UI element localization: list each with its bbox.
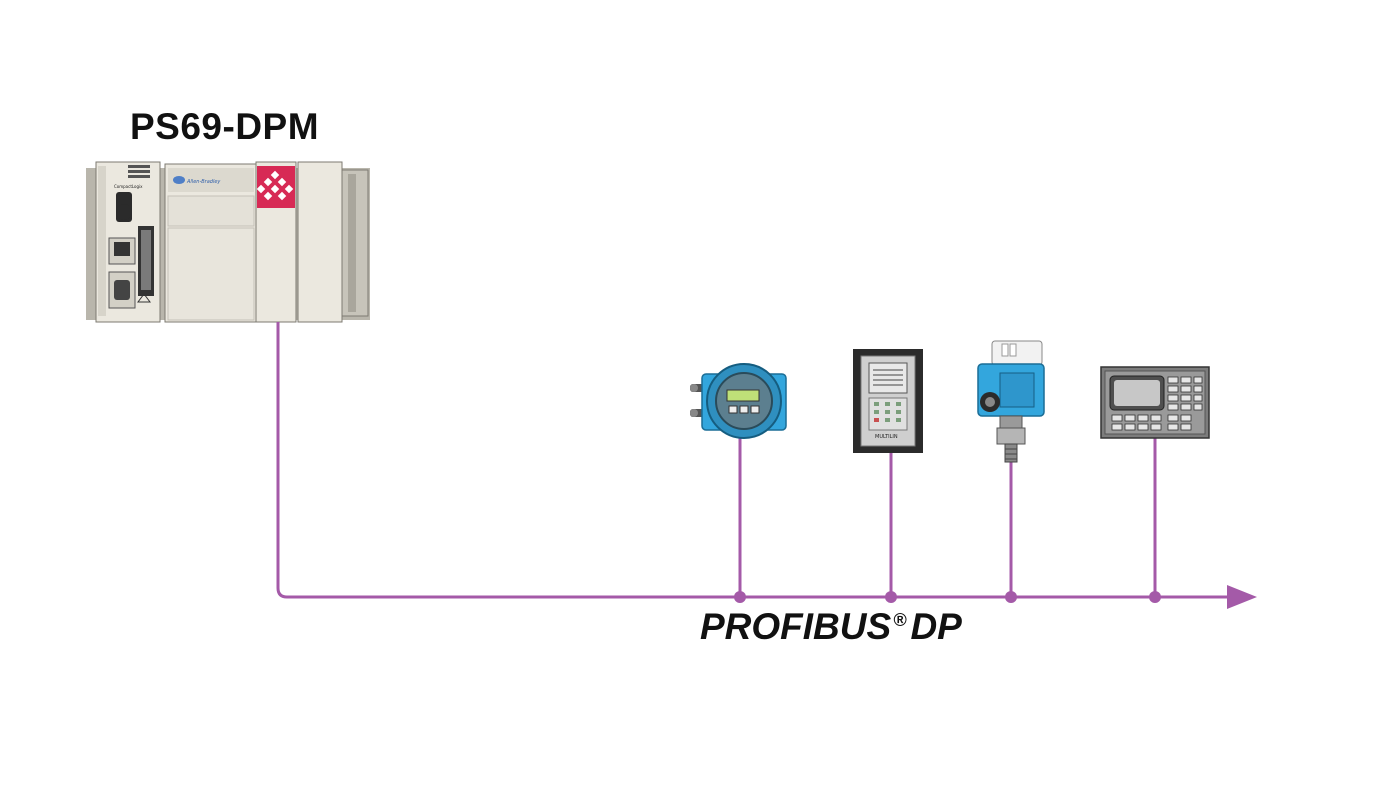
plc-rack-icon[interactable]: CompactLogix Allen-Bradley bbox=[86, 161, 370, 323]
hilscher-logo-icon bbox=[256, 170, 294, 201]
registered-mark: ® bbox=[893, 610, 907, 630]
protection-relay-icon[interactable]: MULTILIN bbox=[853, 349, 923, 453]
flow-transmitter-icon[interactable] bbox=[690, 363, 787, 439]
master-title: PS69-DPM bbox=[130, 106, 320, 147]
level-sensor-icon[interactable] bbox=[977, 340, 1045, 463]
bus-junction-dots bbox=[734, 591, 1161, 603]
plc-brand-label: Allen-Bradley bbox=[186, 179, 221, 185]
plc-logix-label: CompactLogix bbox=[114, 184, 143, 189]
bus-name: PROFIBUS bbox=[700, 606, 892, 647]
operator-panel-icon[interactable] bbox=[1100, 366, 1210, 439]
profibus-bus-line bbox=[276, 322, 1235, 599]
relay-brand-label: MULTILIN bbox=[875, 434, 898, 440]
bus-label: PROFIBUS®DP bbox=[700, 606, 962, 648]
bus-arrowhead-icon bbox=[1227, 585, 1257, 609]
bus-suffix: DP bbox=[910, 606, 962, 647]
